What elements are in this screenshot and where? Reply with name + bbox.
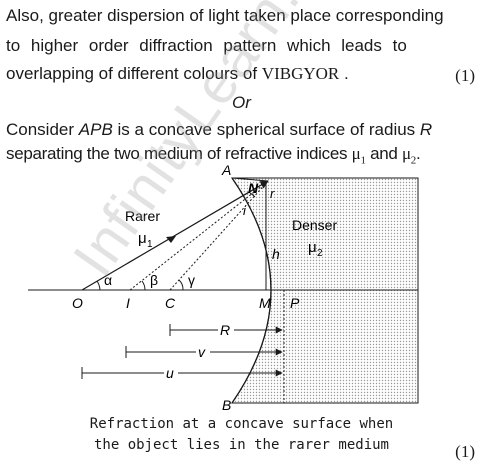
label-dim-r: R bbox=[220, 322, 230, 338]
r-text: R bbox=[419, 120, 433, 139]
figure-caption-line-2: the object lies in the rarer medium bbox=[93, 437, 389, 453]
normal-line bbox=[169, 180, 269, 291]
label-gamma: γ bbox=[188, 272, 195, 288]
gamma-arc bbox=[178, 279, 184, 291]
apb-text: APB bbox=[78, 120, 113, 139]
label-rarer: Rarer bbox=[125, 208, 160, 224]
mark-2: (1) bbox=[455, 442, 475, 461]
or-separator: Or bbox=[232, 93, 251, 112]
mu1-sub: 1 bbox=[360, 154, 366, 167]
refracted-ray-extension bbox=[129, 180, 269, 291]
answer-line-1: Also, greater dispersion of light taken … bbox=[6, 6, 444, 25]
answer-line-5: separating the two medium of refractive … bbox=[6, 144, 421, 170]
alpha-arc bbox=[96, 280, 101, 291]
ray-top bbox=[231, 177, 269, 182]
label-denser: Denser bbox=[292, 217, 337, 233]
label-mu2: μ bbox=[308, 239, 317, 256]
answer-line-2: to higher order diffraction pattern whic… bbox=[6, 36, 407, 55]
label-dim-v: v bbox=[198, 344, 206, 360]
figure-caption-line-1: Refraction at a concave surface when bbox=[89, 416, 394, 432]
label-mu2-sub: 2 bbox=[317, 248, 323, 259]
line5-and: and bbox=[365, 144, 402, 163]
line5-end: . bbox=[415, 144, 421, 163]
label-i-point: I bbox=[126, 295, 130, 311]
label-dim-u: u bbox=[166, 365, 174, 381]
line4-b: is a concave spherical surface of radius bbox=[112, 120, 420, 139]
label-r-angle: r bbox=[270, 186, 275, 201]
label-alpha: α bbox=[104, 272, 112, 288]
mark-1: (1) bbox=[455, 66, 475, 85]
line4-a: Consider bbox=[6, 120, 79, 139]
label-o: O bbox=[72, 295, 83, 311]
label-mu1-sub: 1 bbox=[147, 239, 153, 250]
label-m: M bbox=[259, 295, 271, 311]
label-n: N bbox=[248, 180, 259, 196]
line5-a: separating the two medium of refractive … bbox=[6, 144, 352, 163]
label-beta: β bbox=[150, 272, 158, 288]
line3-prefix: overlapping of different colours of bbox=[6, 64, 262, 83]
label-a: A bbox=[221, 163, 231, 178]
answer-line-3: overlapping of different colours of VIBG… bbox=[6, 64, 349, 84]
mu2-sub: 2 bbox=[410, 154, 417, 167]
mu1-symbol: μ bbox=[351, 144, 361, 163]
label-b: B bbox=[222, 397, 231, 413]
label-i-angle: i bbox=[243, 203, 247, 218]
incident-ray bbox=[81, 180, 269, 291]
line3-suffix: . bbox=[339, 64, 349, 83]
mu2-symbol: μ bbox=[401, 144, 411, 163]
angle-i-arc bbox=[249, 192, 256, 198]
refraction-diagram: A N r i Rarer μ 1 Denser μ 2 h α β γ O I… bbox=[28, 163, 419, 413]
vibgyor-text: VIBGYOR bbox=[261, 64, 340, 83]
beta-arc bbox=[141, 280, 146, 291]
answer-line-4: Consider APB is a concave spherical surf… bbox=[6, 120, 432, 140]
incident-ray-arrow bbox=[166, 236, 176, 243]
label-mu1: μ bbox=[138, 230, 147, 247]
label-p: P bbox=[290, 295, 300, 311]
label-c: C bbox=[165, 295, 176, 311]
label-h: h bbox=[272, 246, 280, 262]
